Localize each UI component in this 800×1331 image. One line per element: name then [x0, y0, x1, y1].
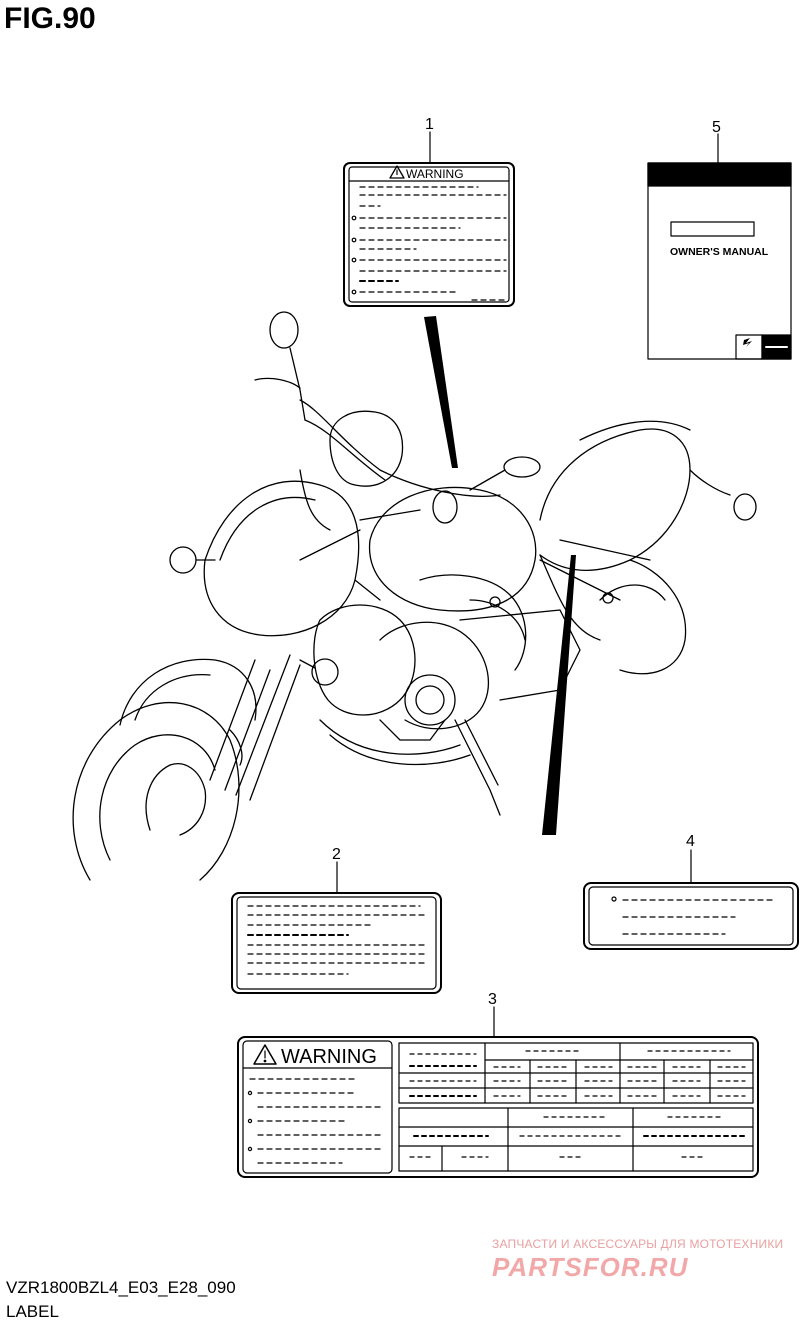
- callout-4-number: 4: [686, 833, 695, 850]
- label-4-pointer: [542, 555, 576, 835]
- label-2-sticker: [231, 892, 442, 994]
- warning-triangle-icon: [389, 165, 405, 179]
- label-3-sticker: [237, 1036, 759, 1178]
- label-3-header: WARNING: [281, 1046, 377, 1068]
- callout-3-number: 3: [488, 991, 497, 1008]
- callout-2-number: 2: [332, 846, 341, 863]
- label-1-pointer: [424, 316, 458, 468]
- diagram-caption: LABEL: [6, 1302, 59, 1321]
- label-5-manual-text: OWNER'S MANUAL: [670, 246, 769, 258]
- warning-triangle-icon: [253, 1044, 277, 1065]
- diagram-code: VZR1800BZL4_E03_E28_090: [6, 1278, 236, 1297]
- suzuki-logo-icon: [743, 338, 752, 347]
- watermark-logo: PARTSFOR.RU: [492, 1252, 689, 1282]
- label-5-owners-manual: [647, 162, 792, 360]
- figure-title: FIG.90: [4, 2, 96, 35]
- watermark-tagline: ЗАПЧАСТИ И АКСЕССУАРЫ ДЛЯ МОТОТЕХНИКИ: [492, 1237, 784, 1251]
- callout-1-number: 1: [425, 116, 434, 133]
- callout-5-number: 5: [712, 119, 721, 136]
- label-1-header: WARNING: [406, 167, 464, 181]
- motorcycle-illustration: [72, 311, 757, 881]
- label-4-sticker: [583, 882, 799, 950]
- label-1-warning-sticker: [343, 162, 515, 307]
